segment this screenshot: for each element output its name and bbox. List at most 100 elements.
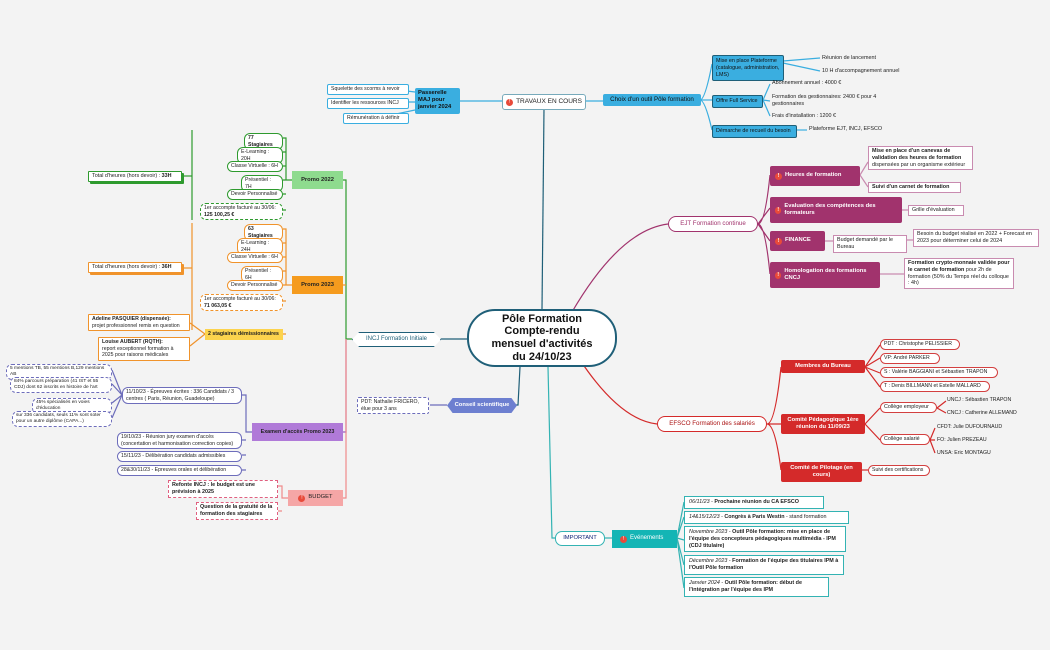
conseil-note: PDT: Nathalie FRICERO, élue pour 3 ans xyxy=(357,397,429,414)
budget-node[interactable]: !BUDGET xyxy=(288,490,343,506)
plateforme-text: Plateforme EJT, INCJ, EFSCO xyxy=(809,126,883,132)
homologation-note-bold: Formation crypto-monnaie validée pour le… xyxy=(908,260,1010,273)
p23-total: Total d'heures (hors devoir) : 36H xyxy=(88,262,182,273)
finance-label: FINANCE xyxy=(785,237,811,244)
identifier-text: Identifier les ressources INCJ xyxy=(327,98,409,109)
specialise-text: 45% spécialisés en voies d'éducation xyxy=(32,398,112,414)
refonte-text: Refonte INCJ : le budget est une prévisi… xyxy=(168,480,278,498)
membres-node[interactable]: Membres du Bureau xyxy=(781,360,865,374)
suivi-cert-text: Suivi des certifications xyxy=(868,465,930,476)
budget-label: BUDGET xyxy=(308,494,333,501)
college-emp-node[interactable]: Collège employeur xyxy=(880,402,937,413)
deliberation-text: 15/11/23 - Délibération candidats admiss… xyxy=(117,451,242,462)
event-3-text: Outil Pôle formation: mise en place de l… xyxy=(689,529,836,549)
event-3: Novembre 2023 - Outil Pôle formation: mi… xyxy=(684,526,846,553)
event-2-text: Congrès à Paris Westin xyxy=(724,514,785,520)
formation-gest-text: Formation des gestionnaires: 2400 € pour… xyxy=(772,94,877,107)
frais-text: Frais d'installation : 1200 € xyxy=(772,113,836,119)
accompagnement-text: 10 H d'accompagnement annuel xyxy=(822,68,900,74)
event-4-text: Formation de l'équipe des titulaires IPM… xyxy=(689,558,839,571)
college-sal-node[interactable]: Collège salarié xyxy=(880,434,930,445)
efsco-node[interactable]: EFSCO Formation des salariés xyxy=(657,416,767,432)
homologation-note-rest: pour 2h de formation (50% du Temps réel … xyxy=(908,266,1009,287)
promo-2022-node[interactable]: Promo 2022 xyxy=(292,171,343,189)
demarche-node[interactable]: Démarche de recueil du besoin xyxy=(712,125,797,138)
event-2-tail: - stand formation xyxy=(786,514,827,520)
louise-name: Louise AUBERT (RQTH): xyxy=(102,339,163,345)
event-1: 06/11/23 - Prochaine réunion du CA EFSCO xyxy=(684,496,824,509)
p23-classe: Classe Virtuelle : 6H xyxy=(227,252,283,263)
mise-place-node[interactable]: Mise en place Plateforme (catalogue, adm… xyxy=(712,55,784,82)
passerelle-node[interactable]: Passerelle MAJ pour janvier 2024 xyxy=(415,88,460,114)
alert-icon: ! xyxy=(775,206,782,214)
louise-text: report exceptionnel formation à 2025 pou… xyxy=(102,345,174,359)
remuneration-text: Rémunération à définir xyxy=(343,113,409,124)
p23-acompte: 1er accompte facturé au 30/06:71 063,05 … xyxy=(200,294,283,311)
event-3-date: Novembre 2023 xyxy=(689,529,728,535)
choix-node[interactable]: Choix d'un outil Pôle formation xyxy=(603,94,701,106)
evaluation-label: Evaluation des compétences des formateur… xyxy=(784,202,876,216)
uncj-text: UNCJ : Sébastien TRAPON xyxy=(947,397,1012,403)
events-node[interactable]: !Evénements xyxy=(612,530,677,548)
grille-text: Grille d'évaluation xyxy=(908,205,964,216)
p22-acompte: 1er accompte facturé au 30/06:125 100,25… xyxy=(200,203,283,220)
comite-pilot-node[interactable]: Comité de Pilotage (en cours) xyxy=(781,462,862,483)
adeline-text: projet professionnel remis en question xyxy=(92,322,180,329)
p23-montant: 71 063,05 € xyxy=(204,302,232,309)
heures-note-1: Mise en place d'un canevas de validation… xyxy=(868,146,973,171)
alert-icon: ! xyxy=(298,494,306,502)
finance-node[interactable]: !FINANCE xyxy=(770,231,825,251)
central-topic[interactable]: Pôle Formation Compte-rendu mensuel d'ac… xyxy=(467,309,617,367)
heures-note-1-rest: dispensées par un organisme extérieur xyxy=(872,161,966,168)
examen-node[interactable]: Examen d'accès Promo 2023 xyxy=(252,423,343,441)
offre-node[interactable]: Offre Full Service xyxy=(712,95,763,108)
reunion-text: Réunion de lancement xyxy=(822,55,876,61)
incj-node[interactable]: INCJ Formation Initiale xyxy=(352,332,441,347)
louise-note: Louise AUBERT (RQTH):report exceptionnel… xyxy=(98,337,190,361)
event-2: 14&15/12/23 - Congrès à Paris Westin - s… xyxy=(684,511,849,524)
p22-stagiaires: 77 Stagiaires xyxy=(244,133,283,150)
evaluation-node[interactable]: !Evaluation des compétences des formateu… xyxy=(770,197,902,223)
alert-icon: ! xyxy=(620,535,627,543)
central-line-1: Pôle Formation xyxy=(501,312,583,325)
event-4: Décembre 2023 - Formation de l'équipe de… xyxy=(684,555,844,575)
p23-total-value: 36H xyxy=(161,264,172,270)
event-5-date: Janvier 2024 xyxy=(689,580,720,586)
event-1-text: Prochaine réunion du CA EFSCO xyxy=(714,499,799,505)
vp-text: VP: André PARKER xyxy=(880,353,940,364)
squelette-text: Squelette des scorms à revoir xyxy=(327,84,409,95)
abonnement-text: Abonnement annuel : 4000 € xyxy=(772,80,842,86)
p22-classe: Classe Virtuelle : 6H xyxy=(227,161,283,172)
heures-note-2: Suivi d'un carnet de formation xyxy=(868,182,961,193)
parcours-text: 84% parcours préparation (41 IST et 55 C… xyxy=(10,377,112,393)
demissionnaires-node[interactable]: 2 stagiaires démissionnaires xyxy=(205,329,283,340)
p22-total-label: Total d'heures (hors devoir) : xyxy=(92,173,161,179)
comite-peda-node[interactable]: Comité Pédagogique 1ère réunion du 11/09… xyxy=(781,414,865,435)
alert-icon: ! xyxy=(506,98,514,106)
central-line-2: Compte-rendu xyxy=(504,325,580,338)
event-2-date: 14&15/12/23 xyxy=(689,514,720,520)
p23-devoir: Devoir Personnalisé xyxy=(227,280,283,291)
homologation-note: Formation crypto-monnaie validée pour le… xyxy=(904,258,1014,289)
heures-node[interactable]: !Heures de formation xyxy=(770,166,860,186)
refonte-label: Refonte INCJ : le budget est une prévisi… xyxy=(172,482,255,495)
homologation-node[interactable]: !Homologation des formations CNCJ xyxy=(770,262,880,288)
budget-demande-text: Budget demandé par le Bureau xyxy=(833,235,907,253)
promo-2023-node[interactable]: Promo 2023 xyxy=(292,276,343,294)
pdt-text: PDT : Christophe PELISSIER xyxy=(880,339,960,350)
event-4-date: Décembre 2023 xyxy=(689,558,728,564)
conseil-node[interactable]: Conseil scientifique xyxy=(447,398,517,413)
central-line-3: mensuel d'activités xyxy=(491,338,593,350)
adeline-name: Adeline PASQUIER (dispensée): xyxy=(92,316,171,322)
orales-text: 28&30/11/23 - Epreuves orales et délibér… xyxy=(117,465,242,476)
alert-icon: ! xyxy=(775,237,782,245)
s-text: S : Valérie BAGGIANI et Sébastien TRAPON xyxy=(880,367,998,378)
ejt-node[interactable]: EJT Formation continue xyxy=(668,216,758,232)
central-line-4: du 24/10/23 xyxy=(512,350,572,363)
important-node[interactable]: IMPORTANT xyxy=(555,531,605,546)
event-5-text: Outil Pôle formation: début de l'intégra… xyxy=(689,580,802,593)
ecrites-text: 11/10/23 - Épreuves écrites : 336 Candid… xyxy=(122,387,242,404)
p22-acompte-label: 1er accompte facturé au 30/06: xyxy=(204,205,276,211)
travaux-node[interactable]: ! TRAVAUX EN COURS xyxy=(502,94,586,110)
event-1-date: 06/11/23 xyxy=(689,499,710,505)
